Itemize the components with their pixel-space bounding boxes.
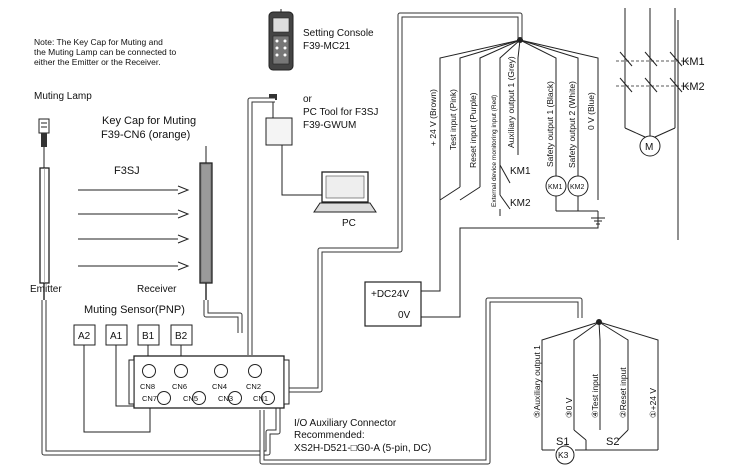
connector-cn1: CN1 — [253, 391, 275, 405]
f3sj-label: F3SJ — [114, 165, 140, 177]
contact-km2-label: KM2 — [510, 198, 531, 209]
sensor-b1-label: B1 — [142, 331, 155, 342]
motor-label: M — [645, 142, 653, 153]
pc-tool-or: or — [303, 94, 313, 105]
aux-pin-labels: ⑤Auxiliary output 1 ③0 V ④Test input ②Re… — [532, 345, 658, 418]
connector-cn2: CN2 — [246, 364, 262, 391]
connector-ports: CN8 CN6 CN4 CN2 CN7 CN5 CN3 CN1 — [140, 364, 275, 405]
sensor-b1: B1 — [137, 324, 160, 346]
power-zero-label: 0V — [398, 310, 411, 321]
wire-label-test: Test input (Pink) — [448, 89, 458, 150]
cn8-label: CN8 — [140, 382, 155, 391]
note-line-1: Note: The Key Cap for Muting and — [34, 37, 163, 47]
sensor-a1: A1 — [105, 324, 128, 346]
aux-pin-4-label: ④Test input — [590, 373, 600, 418]
muting-lamp-label: Muting Lamp — [34, 91, 92, 102]
relay-k3-icon: K3 — [555, 445, 575, 465]
connector-cn3: CN3 — [218, 391, 242, 405]
motor-circuit — [616, 8, 690, 240]
beam-arrow — [78, 209, 190, 219]
note: Note: The Key Cap for Muting and the Mut… — [34, 37, 177, 67]
io-connector-line-1: I/O Auxiliary Connector — [294, 418, 397, 429]
muting-sensor-label: Muting Sensor(PNP) — [84, 304, 185, 316]
connector-cn5: CN5 — [183, 391, 206, 405]
beam-arrows — [78, 185, 190, 271]
connector-box — [128, 355, 290, 409]
sensor-a1-label: A1 — [110, 331, 123, 342]
cn6-label: CN6 — [172, 382, 187, 391]
cn1-label: CN1 — [253, 394, 268, 403]
contact-km1-label: KM1 — [510, 166, 531, 177]
relay-k3-label: K3 — [558, 450, 569, 460]
cn7-label: CN7 — [142, 394, 157, 403]
ground-icon — [556, 210, 605, 225]
wire-label-edm: External device monitoring input (Red) — [491, 95, 498, 207]
cables — [41, 12, 583, 465]
connector-cn6: CN6 — [172, 364, 188, 391]
aux-pin-5-label: ⑤Auxiliary output 1 — [532, 345, 542, 418]
wire-label-24v: + 24 V (Brown) — [428, 89, 438, 146]
pc-laptop-icon — [313, 171, 377, 213]
aux-pin-3-label: ③0 V — [564, 397, 574, 418]
wire-label-0v: 0 V (Blue) — [586, 92, 596, 130]
key-cap-line-2: F39-CN6 (orange) — [101, 129, 190, 141]
wire-fan — [439, 37, 599, 201]
note-line-2: the Muting Lamp can be connected to — [34, 47, 177, 57]
emitter-label: Emitter — [30, 284, 62, 295]
power-supply: +DC24V 0V — [364, 200, 599, 327]
cn4-label: CN4 — [212, 382, 227, 391]
cn5-label: CN5 — [183, 394, 198, 403]
pc-tool-name: PC Tool for F3SJ — [303, 107, 378, 118]
motor-km2-label: KM2 — [682, 81, 705, 93]
switch-s2-label: S2 — [606, 436, 619, 448]
sensor-a2-label: A2 — [78, 331, 91, 342]
switch-s1-label: S1 — [556, 436, 569, 448]
cn2-label: CN2 — [246, 382, 261, 391]
connector-cn4: CN4 — [212, 364, 228, 391]
key-cap-line-1: Key Cap for Muting — [102, 115, 196, 127]
pc-tool-cable-icon — [265, 94, 322, 196]
coil-km2: KM2 — [567, 175, 589, 211]
aux-pin-2-label: ②Reset input — [618, 367, 628, 418]
io-connector-line-2: Recommended: — [294, 430, 365, 441]
console-name: Setting Console — [303, 28, 374, 39]
pc-label: PC — [342, 218, 356, 229]
wire-labels: + 24 V (Brown) Test input (Pink) Reset i… — [428, 56, 596, 207]
pc-tool-model: F39-GWUM — [303, 120, 356, 131]
receiver-bar — [199, 162, 213, 300]
motor-icon: M — [639, 135, 661, 157]
aux-connector — [541, 319, 659, 451]
receiver-label: Receiver — [137, 284, 177, 295]
beam-arrow — [78, 261, 190, 271]
console-model: F39-MC21 — [303, 41, 351, 52]
connector-cn7: CN7 — [142, 391, 171, 405]
beam-arrow — [78, 185, 190, 195]
coil-km1: KM1 — [545, 175, 567, 211]
wire-label-reset: Reset input (Purple) — [468, 92, 478, 168]
coil-km2-label: KM2 — [570, 184, 585, 191]
sensor-a2: A2 — [73, 324, 96, 346]
muting-lamp-icon — [38, 118, 50, 168]
emitter-bar — [39, 167, 50, 300]
cn3-label: CN3 — [218, 394, 233, 403]
muting-sensors: A2 A1 B1 B2 — [73, 324, 193, 346]
wire-label-safety1: Safety output 1 (Black) — [545, 81, 555, 167]
wire-label-aux: Auxiliary output 1 (Grey) — [506, 56, 516, 148]
edm-contacts: KM1 KM2 — [499, 164, 531, 216]
sensor-b2: B2 — [170, 324, 193, 346]
io-connector-line-3: XS2H-D521-□G0-A (5-pin, DC) — [294, 443, 431, 454]
beam-arrow — [78, 234, 190, 244]
power-plus-label: +DC24V — [371, 289, 409, 300]
coil-km1-label: KM1 — [548, 184, 563, 191]
aux-pin-1-label: ①+24 V — [648, 388, 658, 418]
sensor-b2-label: B2 — [175, 331, 188, 342]
connector-cn8: CN8 — [140, 364, 156, 391]
note-line-3: either the Emitter or the Receiver. — [34, 57, 161, 67]
wire-label-safety2: Safety output 2 (White) — [567, 81, 577, 168]
setting-console-icon — [268, 9, 294, 71]
motor-km1-label: KM1 — [682, 56, 705, 68]
